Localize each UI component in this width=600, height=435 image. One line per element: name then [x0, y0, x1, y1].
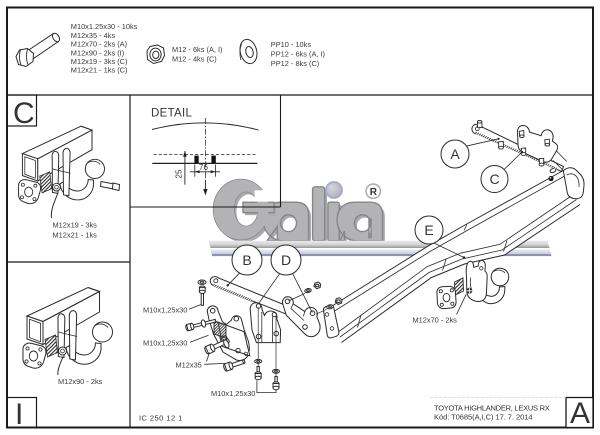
svg-text:25: 25 [175, 169, 184, 178]
svg-text:IC 250 12 1: IC 250 12 1 [139, 414, 183, 423]
svg-text:PP12 - 6ks (A, I): PP12 - 6ks (A, I) [271, 50, 325, 59]
svg-text:A: A [570, 397, 590, 430]
svg-text:M12x21 - 1ks (C): M12x21 - 1ks (C) [71, 66, 128, 75]
svg-text:Kód: T0685(A,I,C) 17. 7. 2014: Kód: T0685(A,I,C) 17. 7. 2014 [434, 412, 532, 421]
svg-text:E: E [424, 222, 433, 238]
svg-text:M12x19 - 3ks (C): M12x19 - 3ks (C) [71, 57, 128, 66]
svg-text:PP12 - 8ks (C): PP12 - 8ks (C) [271, 59, 319, 68]
svg-text:M12x70 - 2ks: M12x70 - 2ks [413, 315, 458, 324]
svg-text:I: I [15, 398, 23, 431]
svg-text:M12x35 - 4ks: M12x35 - 4ks [71, 31, 116, 40]
svg-text:A: A [450, 146, 460, 162]
svg-text:M12x90 - 2ks: M12x90 - 2ks [58, 377, 103, 386]
svg-text:M10x1.25x30 - 10ks: M10x1.25x30 - 10ks [71, 22, 138, 31]
svg-text:C: C [489, 171, 499, 187]
svg-text:M12x21 - 1ks: M12x21 - 1ks [53, 231, 98, 240]
svg-text:D: D [281, 252, 291, 268]
svg-text:M12x35: M12x35 [176, 361, 202, 370]
svg-text:B: B [242, 252, 251, 268]
svg-text:R: R [370, 187, 378, 198]
svg-text:M12x90 - 2ks (I): M12x90 - 2ks (I) [71, 48, 124, 57]
svg-text:DETAIL: DETAIL [151, 108, 193, 120]
svg-text:M12 - 6ks (A, I): M12 - 6ks (A, I) [172, 45, 223, 54]
svg-text:M10x1,25x30: M10x1,25x30 [143, 338, 187, 347]
svg-text:C: C [13, 97, 35, 130]
svg-text:M12 - 4ks (C): M12 - 4ks (C) [172, 55, 217, 64]
svg-text:PP10 - 10ks: PP10 - 10ks [271, 40, 312, 49]
svg-text:M10x1,25x30: M10x1,25x30 [143, 306, 187, 315]
svg-text:M12x19 - 3ks: M12x19 - 3ks [53, 221, 98, 230]
svg-text:TOYOTA HIGHLANDER, LEXUS RX: TOYOTA HIGHLANDER, LEXUS RX [434, 403, 550, 412]
svg-text:76: 76 [199, 163, 208, 172]
svg-text:M12x70 - 2ks (A): M12x70 - 2ks (A) [71, 40, 127, 49]
svg-text:M10x1,25x30: M10x1,25x30 [211, 389, 255, 398]
